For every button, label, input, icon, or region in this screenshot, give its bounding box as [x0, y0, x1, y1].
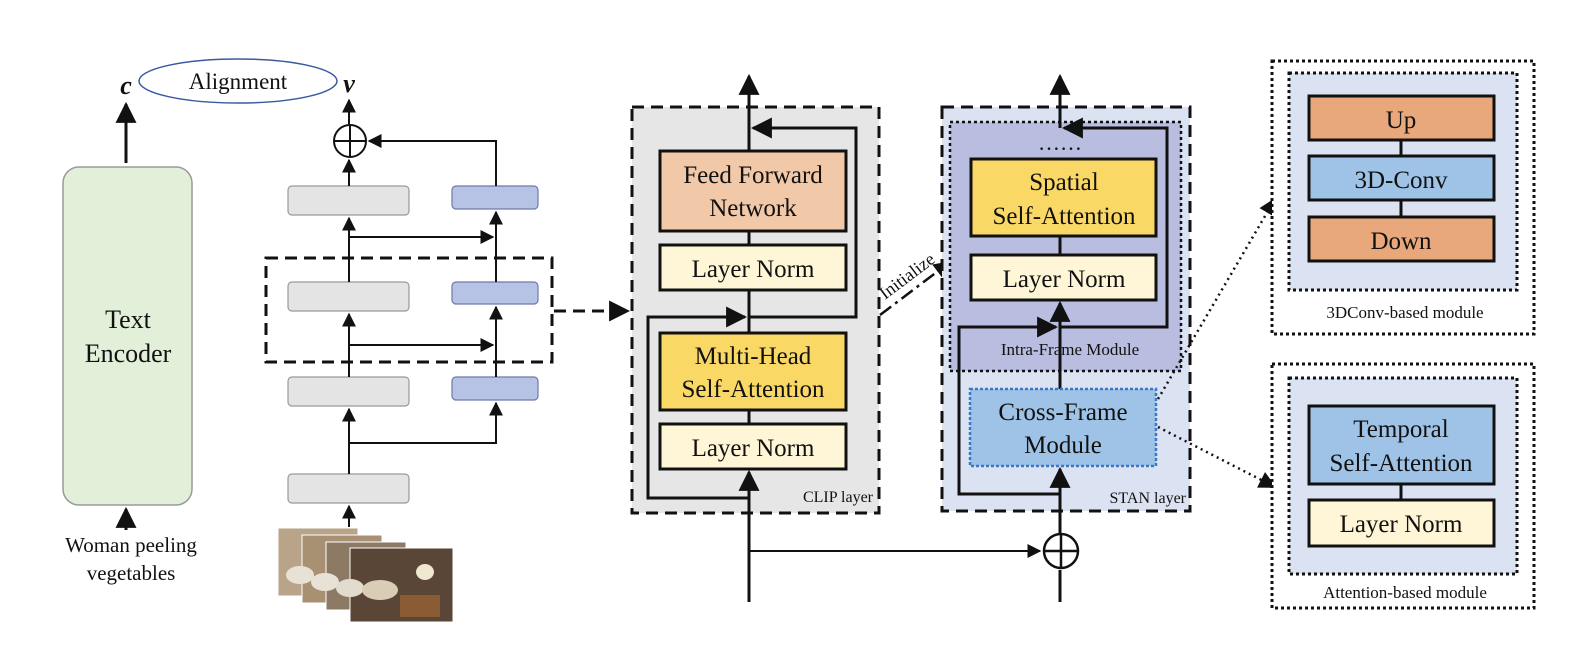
feed-forward-block	[658, 149, 848, 233]
clip-layer: CLIP layer Feed Forward Network Layer No…	[630, 73, 881, 602]
pointer-to-3dconv	[1156, 197, 1277, 400]
clip-layernorm-top	[658, 243, 848, 292]
video-frames-image	[277, 527, 454, 623]
initialize-arrow	[879, 260, 952, 316]
multi-head-attention-block	[658, 331, 848, 412]
text-encoder-section: c Text Encoder Woman peeling vegetables	[62, 71, 197, 585]
branch-arrow	[349, 401, 503, 444]
stan-layernorm-label: Layer Norm	[1003, 266, 1126, 293]
spatial-attention-block	[969, 157, 1158, 238]
down-label: Down	[1370, 228, 1432, 255]
cross-frame-module-block	[968, 387, 1158, 468]
conv-module: 3DConv-based module Up 3D-Conv Down	[1270, 59, 1536, 336]
spatial-label-line1: Spatial	[1029, 169, 1098, 196]
pointer-to-attention	[1157, 425, 1277, 489]
attention-module: Attention-based module Temporal Self-Att…	[1270, 362, 1536, 610]
stan-ellipsis: ……	[1038, 130, 1082, 155]
zoom-selection-box	[264, 256, 554, 364]
mhsa-label-line2: Self-Attention	[681, 376, 825, 403]
clip-residual-1	[646, 306, 749, 500]
attention-layernorm-label: Layer Norm	[1340, 511, 1463, 538]
stan-layer-caption: STAN layer	[1110, 490, 1187, 507]
ffn-label-line1: Feed Forward	[683, 162, 823, 189]
alignment-section: Alignment v	[138, 58, 355, 104]
backbone-gray-block-2	[287, 376, 410, 407]
clip-residual-2	[749, 117, 858, 319]
conv-module-caption: 3DConv-based module	[1326, 303, 1483, 322]
clip-layernorm-bottom-label: Layer Norm	[692, 435, 815, 462]
backbone-gray-block-3	[287, 281, 410, 312]
attention-layernorm-block	[1307, 498, 1496, 548]
text-encoder-box	[62, 166, 193, 506]
temporal-label-line1: Temporal	[1353, 416, 1448, 443]
cross-frame-label-line2: Module	[1024, 432, 1102, 459]
alignment-ellipse	[138, 58, 338, 104]
branch-arrow	[367, 134, 497, 186]
alignment-label: Alignment	[189, 69, 288, 94]
temporal-label-line2: Self-Attention	[1329, 450, 1473, 477]
temporal-attention-block	[1307, 404, 1496, 486]
attention-module-caption: Attention-based module	[1323, 583, 1487, 602]
backbone-blue-block-2	[451, 281, 539, 305]
intra-frame-caption: Intra-Frame Module	[1001, 340, 1139, 359]
stan-residual-cross	[957, 316, 1060, 496]
backbone-blue-block-1	[451, 376, 539, 401]
spatial-label-line2: Self-Attention	[992, 203, 1136, 230]
backbone-blue-block-3	[451, 185, 539, 210]
clip-layer-caption: CLIP layer	[803, 489, 874, 506]
video-feature-symbol: v	[343, 69, 355, 98]
ffn-label-line2: Network	[709, 195, 797, 222]
text-input-line2: vegetables	[87, 561, 176, 585]
text-input-line1: Woman peeling	[65, 533, 197, 557]
clip-layernorm-top-label: Layer Norm	[692, 256, 815, 283]
video-backbone	[264, 98, 631, 623]
cross-frame-label-line1: Cross-Frame	[998, 399, 1127, 426]
clip-layernorm-bottom	[658, 422, 848, 471]
backbone-gray-block-1	[287, 473, 410, 504]
up-label: Up	[1386, 107, 1417, 134]
stan-layer: Intra-Frame Module STAN layer …… Spatial…	[749, 73, 1192, 602]
conv3d-block	[1307, 154, 1496, 202]
text-encoder-label-line1: Text	[105, 305, 152, 334]
down-block	[1307, 215, 1496, 263]
text-feature-symbol: c	[120, 71, 132, 100]
stan-layernorm	[969, 253, 1158, 302]
conv3d-label: 3D-Conv	[1354, 167, 1448, 194]
mhsa-label-line1: Multi-Head	[695, 343, 812, 370]
backbone-gray-block-4	[287, 185, 410, 216]
text-encoder-label-line2: Encoder	[85, 339, 172, 368]
stan-residual-spatial	[1060, 117, 1169, 329]
